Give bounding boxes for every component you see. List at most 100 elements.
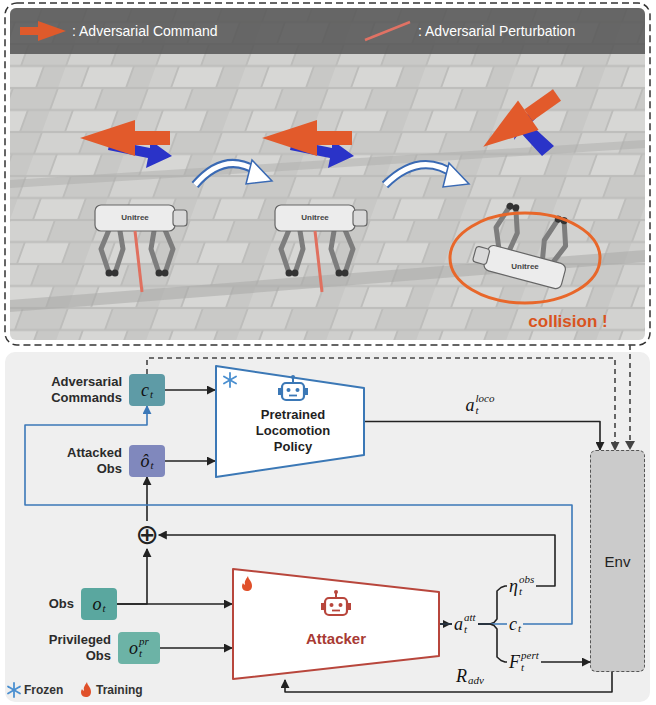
- robot-logo: Unitree: [301, 214, 329, 223]
- legend-text: Frozen: [24, 683, 63, 697]
- quadruped-robot: [275, 205, 367, 277]
- math-symbol: c: [141, 381, 149, 399]
- math-symbol: η: [509, 577, 518, 595]
- math-symbol: c: [509, 615, 517, 633]
- training-icon: [81, 682, 91, 697]
- superscript: obs: [519, 574, 534, 586]
- robot-logo: Unitree: [121, 214, 149, 223]
- frozen-icon: [8, 683, 20, 697]
- superscript: pr: [139, 636, 149, 648]
- snowflake-arm: [224, 377, 236, 384]
- math-scripts: locot: [476, 393, 495, 416]
- block-label: Attacker: [266, 630, 406, 648]
- input-label: Obs: [49, 596, 74, 612]
- math-symbol: o: [92, 595, 101, 613]
- sum-node: ⊕: [135, 521, 158, 549]
- stone-steps: [10, 8, 645, 340]
- robot-logo-text: Unitree: [121, 214, 149, 223]
- attack-action-label: aattt: [452, 612, 478, 635]
- robot-ear: [305, 388, 308, 395]
- math-expression: aattt: [454, 612, 476, 635]
- math-scripts: obst: [519, 574, 534, 597]
- superscript: loco: [476, 393, 495, 405]
- perturbation-sample: [365, 22, 410, 40]
- environment-box: Env: [590, 450, 645, 672]
- observation-arrow: [117, 549, 147, 604]
- illustration-frame: [5, 3, 650, 345]
- privileged-obs-box: Privileged Obs oprt: [36, 632, 160, 664]
- subscript: t: [150, 460, 153, 472]
- command-label: ct: [507, 614, 523, 635]
- math-expression: ct: [141, 380, 153, 401]
- environment-label: Env: [605, 553, 631, 570]
- robot-eye: [287, 388, 291, 392]
- math-symbol: a: [454, 615, 463, 633]
- legend-entry: Training: [96, 683, 143, 697]
- reward-arrow: [285, 672, 612, 692]
- trapezoid: [216, 366, 364, 477]
- input-box: oprt: [118, 632, 160, 664]
- math-scripts: attt: [464, 612, 476, 635]
- robot-ear: [321, 603, 324, 610]
- robot-eye: [296, 388, 300, 392]
- subscript: t: [139, 648, 149, 660]
- observation-arrow: [165, 460, 215, 462]
- legend-text: Training: [96, 683, 143, 697]
- robot-head: [282, 383, 304, 400]
- privileged-obs-arrow: [160, 647, 232, 649]
- math-expression: ot: [92, 594, 105, 615]
- input-label: Privileged Obs: [36, 632, 111, 664]
- math-scripts: adv: [468, 666, 484, 687]
- illustration-link: [629, 345, 631, 443]
- action-label: alocot: [466, 393, 495, 416]
- math-scripts: pertt: [521, 650, 539, 673]
- illustration-link-head: [625, 441, 635, 450]
- legend-entry: : Adversarial Perturbation: [418, 23, 575, 40]
- attacked-obs-arrow: [146, 477, 148, 521]
- input-label: Attacked Obs: [52, 445, 122, 477]
- command-arrow-sample: [20, 21, 66, 41]
- command-arrow: [165, 389, 215, 391]
- math-symbol: R: [456, 667, 467, 685]
- legend-text: : Adversarial Command: [72, 23, 218, 40]
- command-arrows: [262, 120, 354, 168]
- math-symbol: F: [509, 653, 520, 671]
- legend-band: [10, 8, 645, 54]
- obs-box: Obs ot: [49, 588, 117, 620]
- robot-logo: Unitree: [511, 263, 539, 272]
- attacker-block: Attacker: [232, 568, 440, 680]
- frozen-icon: [224, 373, 236, 387]
- math-expression: oprt: [129, 636, 149, 659]
- robot-logo-text: Unitree: [301, 214, 329, 223]
- block-label: Pretrained Locomotion Policy: [245, 407, 341, 455]
- math-scripts: t: [150, 380, 153, 401]
- robot-logo-text: Unitree: [511, 263, 539, 272]
- input-label: Adversarial Commands: [32, 374, 122, 406]
- force-label: Fpertt: [507, 650, 541, 673]
- math-symbol: ô: [140, 452, 149, 470]
- obs-perturbation-label: ηobst: [507, 574, 536, 597]
- legend-entry: : Adversarial Command: [72, 23, 218, 40]
- policy-block: Pretrained Locomotion Policy: [215, 365, 365, 478]
- subscript: t: [521, 662, 539, 674]
- collision-label-text: collision !: [528, 313, 607, 332]
- input-box: ct: [129, 374, 165, 406]
- simulation-photo: [10, 8, 645, 340]
- legend-entry: Frozen: [24, 683, 63, 697]
- robot-mouth: [289, 395, 297, 397]
- math-scripts: t: [150, 451, 153, 472]
- math-expression: alocot: [466, 393, 495, 416]
- subscript: t: [519, 586, 534, 598]
- perturbation-force: [315, 231, 322, 292]
- robot-mouth: [332, 610, 340, 612]
- command-box: Adversarial Commands ct: [32, 374, 165, 406]
- training-icon: [242, 576, 252, 591]
- pipeline-panel: [5, 352, 650, 702]
- subscript: t: [464, 624, 476, 636]
- action-arrow: [365, 422, 600, 451]
- robot-icon: [278, 375, 308, 400]
- command-arrows: [80, 120, 172, 168]
- input-box: ot: [81, 588, 117, 620]
- legend-text: : Adversarial Perturbation: [418, 23, 575, 40]
